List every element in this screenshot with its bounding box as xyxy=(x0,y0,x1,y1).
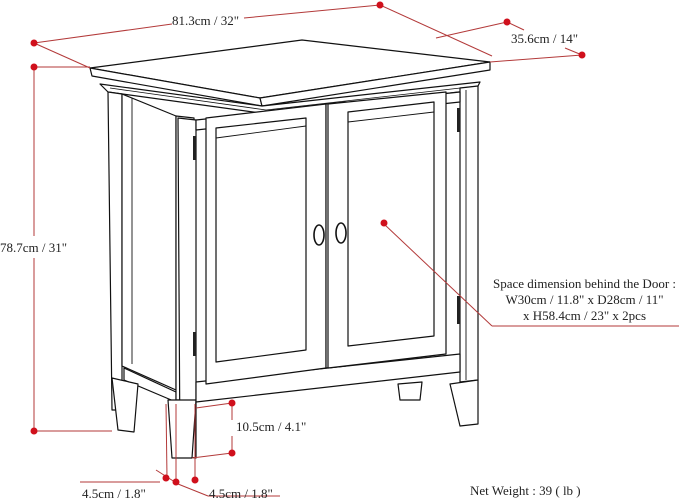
width-dimension-label: 81.3cm / 32" xyxy=(172,13,240,28)
right-door-handle xyxy=(335,222,347,244)
left-side-panel xyxy=(121,93,177,391)
interior-note-line-1: Space dimension behind the Door : xyxy=(492,276,677,291)
dot-interior xyxy=(380,219,388,227)
height-dimension-label: 78.7cm / 31" xyxy=(0,240,68,255)
dot-width-left xyxy=(30,39,38,47)
dot-clearance-bottom xyxy=(228,449,236,457)
interior-space-note: Space dimension behind the Door : W30cm … xyxy=(490,276,679,324)
left-hinge-bottom xyxy=(193,332,196,356)
back-right-leg xyxy=(397,381,423,401)
interior-note-line-3: x H58.4cm / 23" x 2pcs xyxy=(522,308,647,323)
right-hinge-top xyxy=(457,108,460,132)
net-weight-label: Net Weight : 39 ( lb ) xyxy=(470,483,581,498)
dot-clearance-top xyxy=(228,399,236,407)
dot-height-top xyxy=(30,63,38,71)
right-door-panel xyxy=(347,101,435,347)
cabinet-drawing xyxy=(89,39,491,459)
leg-width-right-label: 4.5cm / 1.8" xyxy=(209,486,273,501)
left-side-back-post xyxy=(107,91,123,411)
left-door-handle xyxy=(313,224,325,246)
dot-leg-1 xyxy=(162,474,170,482)
dimension-dots xyxy=(30,1,586,486)
dot-depth-front xyxy=(578,51,586,59)
interior-note-line-2: W30cm / 11.8" x D28cm / 11" xyxy=(505,292,664,307)
dot-depth-back xyxy=(503,18,511,26)
leg-clearance-label: 10.5cm / 4.1" xyxy=(236,419,307,434)
dot-height-bottom xyxy=(30,427,38,435)
left-back-leg xyxy=(111,377,139,433)
depth-dimension-label: 35.6cm / 14" xyxy=(511,31,579,46)
leg-width-left-label: 4.5cm / 1.8" xyxy=(82,486,146,501)
cabinet-top-side-edge xyxy=(259,61,491,107)
front-right-post xyxy=(459,85,479,383)
front-left-leg xyxy=(167,399,197,459)
left-hinge-top xyxy=(193,136,196,160)
dot-leg-2 xyxy=(172,478,180,486)
dot-leg-3 xyxy=(191,476,199,484)
front-right-leg xyxy=(449,379,479,427)
dot-width-right xyxy=(376,1,384,9)
right-hinge-bottom xyxy=(457,296,460,324)
left-door-panel xyxy=(215,117,307,363)
dimension-lines xyxy=(33,4,679,497)
